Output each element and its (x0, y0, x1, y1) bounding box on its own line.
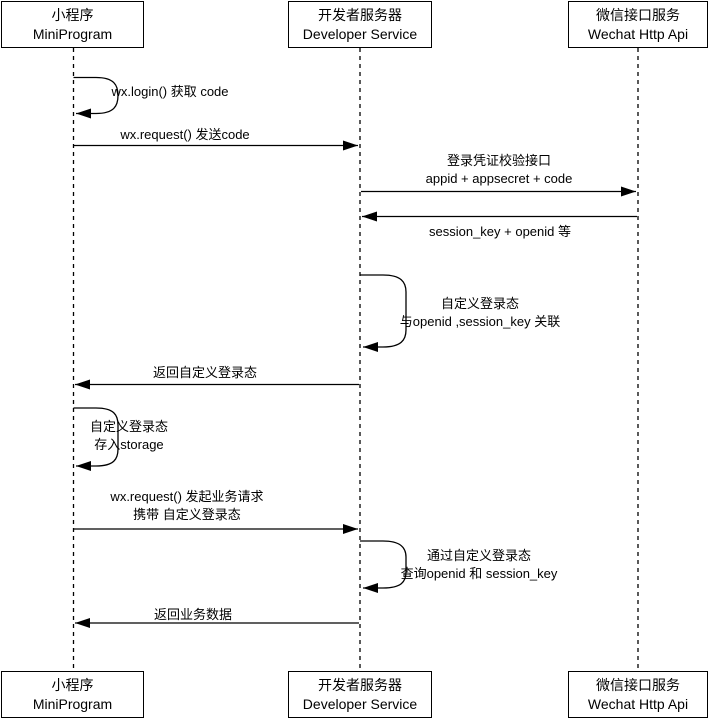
label-business-request: wx.request() 发起业务请求 携带 自定义登录态 (110, 489, 264, 522)
self-loop-query-openid (360, 540, 407, 593)
actor-box-top-wechat-api: 微信接口服务 Wechat Http Api (568, 1, 708, 48)
actor-box-bottom-miniprogram: 小程序 MiniProgram (1, 671, 144, 718)
label-return-business-data: 返回业务数据 (153, 607, 233, 622)
actor-name-zh: 小程序 (51, 6, 94, 23)
actor-box-bottom-wechat-api: 微信接口服务 Wechat Http Api (568, 671, 708, 718)
actor-name-en: MiniProgram (32, 25, 113, 42)
label-session-key: session_key + openid 等 (428, 224, 572, 239)
actor-box-top-developer-service: 开发者服务器 Developer Service (288, 1, 432, 48)
actor-name-en: Wechat Http Api (587, 695, 689, 712)
label-return-login-state: 返回自定义登录态 (152, 365, 258, 380)
label-store-login-state: 自定义登录态 存入storage (89, 419, 169, 452)
label-wx-login: wx.login() 获取 code (111, 84, 229, 99)
actor-box-top-miniprogram: 小程序 MiniProgram (1, 1, 144, 48)
label-code2session: 登录凭证校验接口 appid + appsecret + code (425, 153, 573, 186)
actor-name-en: Developer Service (302, 25, 418, 42)
actor-name-zh: 开发者服务器 (318, 6, 402, 23)
label-send-code: wx.request() 发送code (120, 127, 250, 142)
actor-name-zh: 开发者服务器 (318, 676, 402, 693)
actor-name-zh: 小程序 (51, 676, 94, 693)
actor-name-en: Developer Service (302, 695, 418, 712)
actor-name-zh: 微信接口服务 (596, 676, 680, 693)
actor-name-zh: 微信接口服务 (596, 6, 680, 23)
actor-name-en: MiniProgram (32, 695, 113, 712)
actor-box-bottom-developer-service: 开发者服务器 Developer Service (288, 671, 432, 718)
label-query-openid: 通过自定义登录态 查询openid 和 session_key (400, 548, 558, 581)
self-loop-store-login-state (73, 407, 119, 471)
self-loop-custom-login-state (360, 274, 407, 352)
actor-name-en: Wechat Http Api (587, 25, 689, 42)
label-custom-login-state: 自定义登录态 与openid ,session_key 关联 (399, 296, 561, 329)
self-loop-wx-login (73, 76, 119, 119)
